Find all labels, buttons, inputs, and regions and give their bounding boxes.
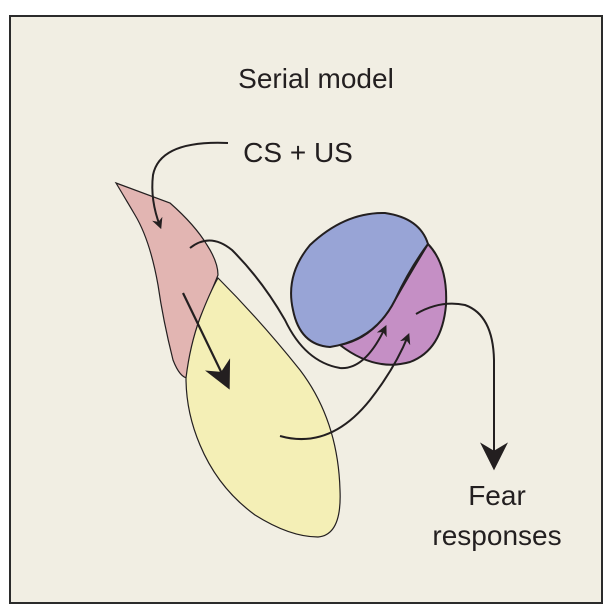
arrow-output [415,302,508,471]
diagram-title: Serial model [238,63,394,94]
input-label: CS + US [243,137,353,168]
output-label-line2: responses [432,520,561,551]
arrow-pink-to-yellow [182,292,231,390]
output-label-line1: Fear [468,480,526,511]
region-blue [290,211,430,349]
region-yellow [185,277,341,538]
arrow-pink-to-purple [189,239,387,370]
arrow-yellow-to-purple [279,332,411,440]
arrow-input [151,141,229,230]
